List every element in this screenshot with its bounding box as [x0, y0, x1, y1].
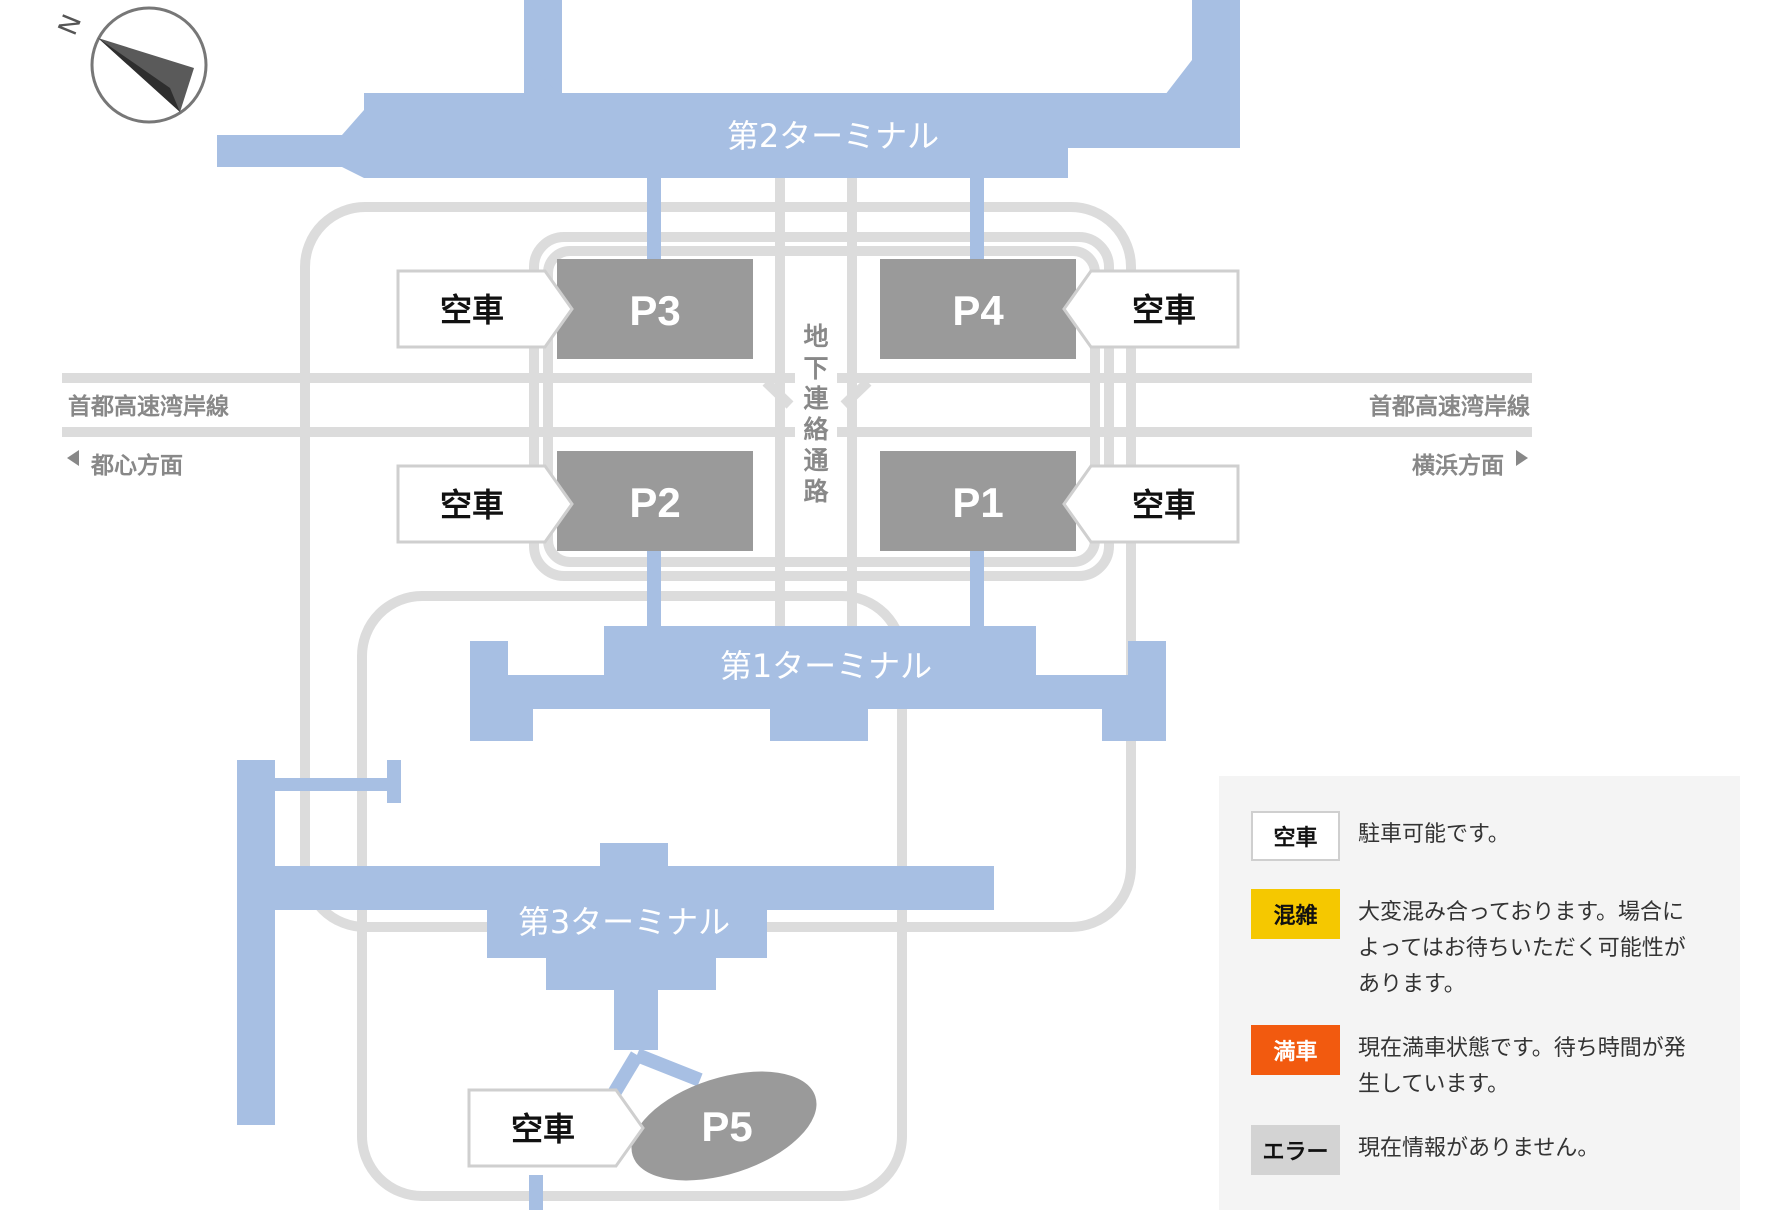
passage-char-6: 路	[803, 477, 829, 506]
parking-p4-label: P4	[952, 287, 1004, 334]
parking-p2-label: P2	[629, 479, 680, 526]
highway-right-label: 首都高速湾岸線	[1369, 393, 1530, 420]
parking-p3-shape	[557, 259, 753, 359]
legend-item-crowded: 混雑 大変混み合っております。場合によってはお待ちいただく可能性があります。	[1251, 889, 1703, 1003]
legend-desc-vacant: 駐車可能です。	[1358, 822, 1510, 847]
connector-paths	[529, 178, 984, 1210]
parking-p1-shape	[880, 451, 1076, 551]
compass-rose: N	[53, 6, 208, 124]
parking-p5-label: P5	[701, 1103, 752, 1150]
legend-badge-vacant: 空車	[1251, 811, 1340, 861]
road-network	[300, 178, 1136, 1201]
p1-status-callout	[1062, 464, 1240, 544]
legend-desc-error: 現在情報がありません。	[1358, 1136, 1600, 1161]
terminal-1-building	[470, 626, 1166, 741]
highway-left-label: 首都高速湾岸線	[68, 393, 229, 420]
inner-road-loop	[529, 232, 1114, 581]
passage-char-3: 連	[803, 384, 829, 413]
p3-status-callout	[396, 269, 574, 349]
legend-desc-crowded: 大変混み合っております。場合によってはお待ちいただく可能性があります。	[1358, 900, 1686, 997]
p4-status-callout	[1062, 269, 1240, 349]
p3-status-text: 空車	[440, 291, 504, 329]
p1-status-text: 空車	[1132, 486, 1196, 524]
status-callouts	[396, 269, 1240, 1168]
legend-item-vacant: 空車 駐車可能です。	[1251, 811, 1703, 861]
terminal-1-label: 第1ターミナル	[720, 647, 932, 685]
parking-p5-shape	[631, 1071, 817, 1181]
legend-item-full: 満車 現在満車状態です。待ち時間が発生しています。	[1251, 1025, 1703, 1103]
triangle-right-icon	[1516, 450, 1528, 466]
p5-status-text: 空車	[511, 1110, 575, 1148]
compass-north-label: N	[53, 10, 88, 39]
parking-lots	[557, 259, 1076, 1181]
passage-char-2: 下	[803, 354, 828, 383]
triangle-left-icon	[67, 450, 79, 466]
parking-p4-shape	[880, 259, 1076, 359]
passage-char-5: 通	[803, 446, 828, 475]
p2-status-callout	[396, 464, 574, 544]
p2-status-text: 空車	[440, 486, 504, 524]
legend-badge-error: エラー	[1251, 1125, 1340, 1175]
terminal-3-label: 第3ターミナル	[518, 903, 730, 941]
underground-passage-label: 地 下 連 絡 通 路	[795, 316, 837, 514]
p5-status-callout	[467, 1088, 645, 1168]
legend-badge-full: 満車	[1251, 1025, 1340, 1075]
passage-char-4: 絡	[803, 415, 829, 444]
parking-p3-label: P3	[629, 287, 680, 334]
direction-right-label: 横浜方面	[1412, 452, 1504, 479]
direction-left-label: 都心方面	[90, 452, 183, 479]
status-legend: 空車 駐車可能です。 混雑 大変混み合っております。場合によってはお待ちいただく…	[1219, 776, 1740, 1210]
innermost-road-loop	[543, 246, 1100, 567]
terminal-3-building	[237, 760, 994, 1125]
terminal-2-label: 第2ターミナル	[727, 117, 939, 155]
legend-item-error: エラー 現在情報がありません。	[1251, 1125, 1703, 1175]
legend-desc-full: 現在満車状態です。待ち時間が発生しています。	[1358, 1036, 1686, 1097]
parking-p2-shape	[557, 451, 753, 551]
terminal-2-building	[217, 0, 1240, 178]
parking-p1-label: P1	[952, 479, 1003, 526]
passage-char-1: 地	[803, 322, 828, 351]
legend-badge-crowded: 混雑	[1251, 889, 1340, 939]
p4-status-text: 空車	[1132, 291, 1196, 329]
